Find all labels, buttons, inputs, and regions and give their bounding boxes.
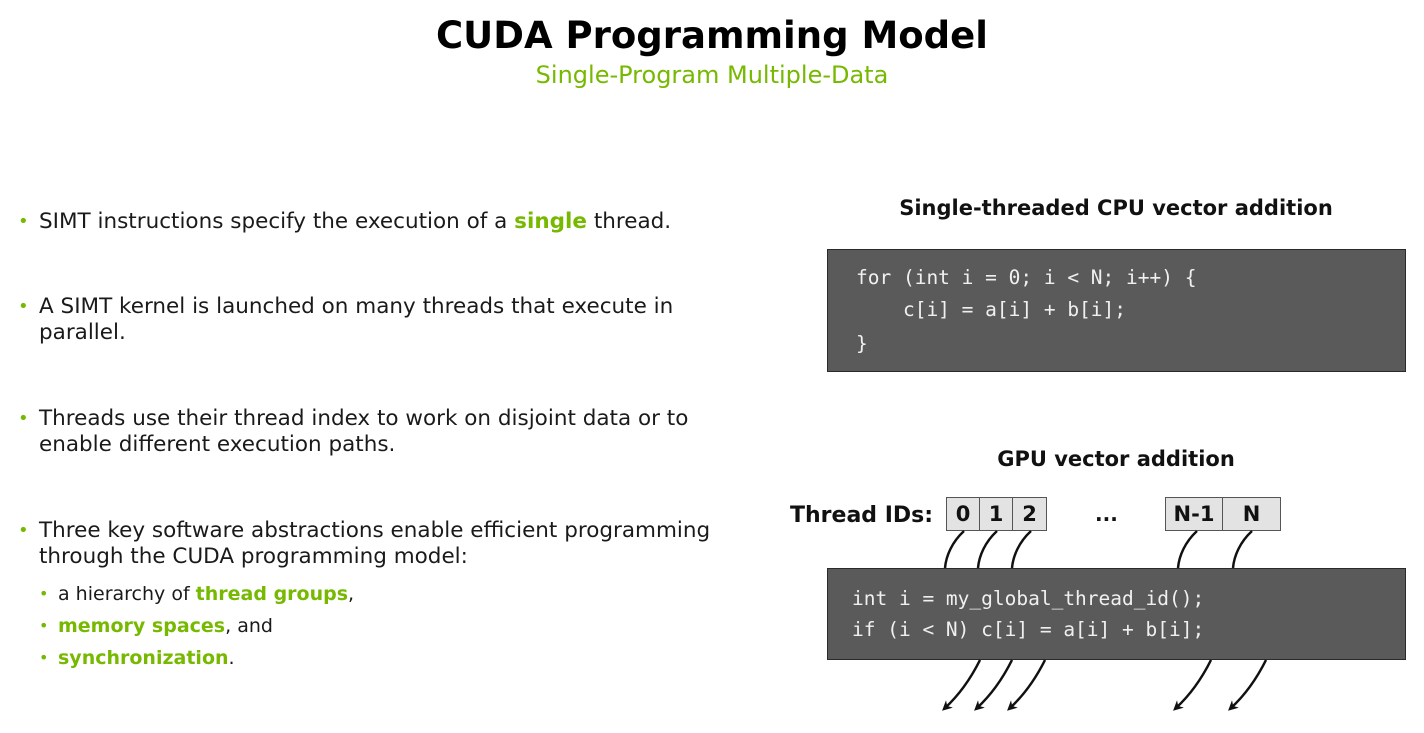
bullet-text: Threads use their thread index to work o… (39, 406, 689, 457)
bullet-text: A SIMT kernel is launched on many thread… (39, 294, 674, 345)
highlight-memory-spaces: memory spaces (58, 615, 226, 637)
sub-bullet-text: a hierarchy of (58, 583, 196, 605)
sub-bullet-list: a hierarchy of thread groups, memory spa… (18, 578, 738, 674)
highlight-single: single (514, 209, 587, 234)
thread-ids-label: Thread IDs: (790, 503, 934, 528)
code-line: int i = my_global_thread_id(); (852, 587, 1205, 610)
bullet-text: SIMT instructions specify the execution … (39, 209, 515, 234)
thread-ids-ellipsis: ... (1095, 502, 1118, 526)
bullet-simt-kernel: A SIMT kernel is launched on many thread… (18, 294, 738, 346)
sub-bullet-text: , (348, 583, 355, 605)
slide-subtitle: Single-Program Multiple-Data (535, 61, 889, 89)
bullet-thread-index: Threads use their thread index to work o… (18, 406, 738, 458)
thread-1-in-arrow (976, 530, 998, 569)
code-line: } (856, 332, 868, 355)
thread-0-out-arrow (942, 659, 982, 711)
thread-id-box: 0 (946, 497, 980, 531)
bullet-text: Three key software abstractions enable e… (39, 518, 711, 569)
sub-bullet-thread-groups: a hierarchy of thread groups, (18, 578, 738, 610)
sub-bullet-text: , and (225, 615, 273, 637)
thread-2-out-arrow (1007, 659, 1047, 711)
thread-id-box: 1 (979, 497, 1013, 531)
thread-n-in-arrow (1231, 530, 1253, 569)
bullet-text: thread. (586, 209, 672, 234)
sub-bullet-synchronization: synchronization. (18, 642, 738, 674)
thread-2-in-arrow (1010, 530, 1032, 569)
thread-1-out-arrow (974, 659, 1014, 711)
cpu-code-block: for (int i = 0; i < N; i++) { c[i] = a[i… (827, 249, 1406, 372)
code-line: for (int i = 0; i < N; i++) { (856, 266, 1197, 289)
bullet-abstractions: Three key software abstractions enable e… (18, 518, 738, 674)
cpu-section-title: Single-threaded CPU vector addition (899, 196, 1333, 220)
bullet-simt-single: SIMT instructions specify the execution … (18, 209, 738, 235)
thread-id-box: N-1 (1165, 497, 1223, 531)
thread-id-box: 2 (1012, 497, 1047, 531)
thread-0-in-arrow (943, 530, 965, 569)
gpu-code-block: int i = my_global_thread_id(); if (i < N… (827, 568, 1406, 660)
sub-bullet-memory-spaces: memory spaces, and (18, 610, 738, 642)
highlight-synchronization: synchronization (58, 647, 229, 669)
code-line: c[i] = a[i] + b[i]; (856, 298, 1127, 321)
thread-n1-in-arrow (1176, 530, 1198, 569)
thread-n-out-arrow (1228, 659, 1268, 711)
highlight-thread-groups: thread groups (195, 583, 349, 605)
code-line: if (i < N) c[i] = a[i] + b[i]; (852, 618, 1205, 641)
gpu-section-title: GPU vector addition (997, 447, 1235, 471)
slide-title: CUDA Programming Model (436, 14, 988, 57)
sub-bullet-text: . (228, 647, 235, 669)
thread-n1-out-arrow (1173, 659, 1213, 711)
thread-id-box: N (1222, 497, 1281, 531)
